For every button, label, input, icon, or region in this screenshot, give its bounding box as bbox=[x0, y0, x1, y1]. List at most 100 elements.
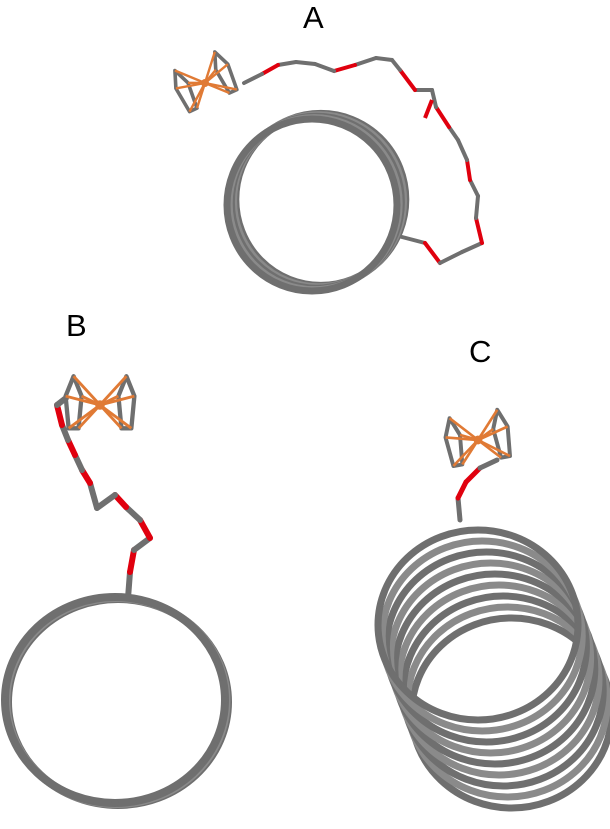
panel-b bbox=[1, 374, 232, 809]
bond bbox=[455, 479, 469, 501]
bond bbox=[260, 63, 280, 76]
carbon-atom bbox=[308, 115, 316, 123]
fe-bond bbox=[477, 438, 502, 459]
bond bbox=[430, 88, 438, 109]
carbon-atom bbox=[242, 148, 249, 155]
carbon-atom bbox=[327, 118, 335, 125]
carbon-atom bbox=[572, 642, 579, 650]
bond bbox=[54, 402, 65, 428]
carbon-atom bbox=[159, 789, 167, 797]
bond bbox=[137, 517, 153, 541]
carbon-atom bbox=[564, 580, 572, 587]
iron-atom bbox=[473, 435, 483, 445]
carbon-atom bbox=[375, 148, 382, 155]
carbon-atom bbox=[42, 615, 51, 624]
carbon-atom bbox=[518, 707, 525, 714]
linker-chain-icon bbox=[242, 56, 484, 265]
carbon-atom bbox=[345, 124, 353, 131]
carbon-atom bbox=[197, 632, 205, 640]
carbon-atom bbox=[271, 124, 279, 131]
bond bbox=[294, 60, 317, 66]
cp-ring-left bbox=[443, 416, 465, 469]
carbon-atom bbox=[63, 603, 71, 611]
carbonyl-bond bbox=[423, 99, 434, 119]
carbon-atom bbox=[384, 663, 392, 670]
carbon-atom bbox=[452, 714, 459, 721]
carbon-atom bbox=[393, 201, 401, 209]
bond bbox=[434, 105, 451, 129]
bond bbox=[123, 504, 143, 523]
carbon-atom bbox=[564, 663, 572, 670]
nanotube-ring bbox=[223, 115, 401, 295]
carbon-atom bbox=[111, 799, 119, 807]
carbon-atom bbox=[377, 600, 384, 608]
carbon-atom bbox=[232, 239, 239, 246]
fe-bond bbox=[448, 417, 479, 442]
carbon-atom bbox=[396, 681, 403, 688]
nanotube-icon bbox=[374, 526, 610, 812]
carbon-atom bbox=[159, 603, 167, 611]
carbon-atom bbox=[255, 134, 263, 141]
carbon-atom bbox=[412, 696, 419, 703]
carbon-atom bbox=[377, 642, 384, 650]
fe-bond bbox=[476, 409, 499, 441]
carbon-atom bbox=[308, 287, 316, 295]
carbon-atom bbox=[179, 615, 188, 624]
iron-atom bbox=[201, 79, 209, 87]
carbon-atom bbox=[474, 526, 482, 534]
carbon-atom bbox=[242, 255, 249, 262]
carbon-atom bbox=[553, 681, 560, 688]
bond bbox=[374, 56, 394, 62]
bond bbox=[242, 72, 264, 85]
cp-ring-right bbox=[212, 50, 239, 95]
bond bbox=[332, 63, 357, 73]
carbon-atom bbox=[345, 279, 353, 286]
carbon-atom bbox=[497, 714, 504, 721]
carbon-atom bbox=[221, 696, 229, 704]
fe-bond bbox=[445, 436, 479, 442]
fe-bond bbox=[67, 403, 101, 430]
carbon-atom bbox=[12, 741, 20, 749]
carbon-atom bbox=[210, 741, 218, 749]
panel-label-a: A bbox=[303, 0, 324, 35]
bond bbox=[468, 178, 480, 198]
bond bbox=[474, 194, 480, 220]
bond bbox=[276, 60, 298, 67]
carbon-atom bbox=[385, 164, 392, 171]
nanotube-ring bbox=[382, 548, 590, 746]
carbon-atom bbox=[361, 269, 369, 276]
carbon-atom bbox=[537, 696, 544, 703]
bond bbox=[400, 235, 427, 245]
fe-bond bbox=[72, 375, 102, 406]
fe-bond bbox=[175, 81, 206, 90]
carbon-atom bbox=[574, 621, 582, 629]
carbon-atom bbox=[518, 536, 525, 543]
carbon-atom bbox=[12, 651, 20, 659]
carbon-atom bbox=[135, 796, 144, 805]
bond bbox=[474, 216, 484, 245]
carbon-atom bbox=[218, 673, 226, 681]
carbon-atom bbox=[232, 164, 239, 171]
carbon-atom bbox=[327, 285, 335, 292]
carbon-atom bbox=[25, 760, 33, 768]
bond bbox=[455, 495, 463, 523]
carbon-atom bbox=[497, 529, 504, 536]
carbon-atom bbox=[396, 562, 403, 569]
bond bbox=[463, 465, 483, 485]
ferrocene-icon bbox=[173, 50, 239, 114]
carbon-atom bbox=[135, 595, 144, 604]
cp-ring-left bbox=[63, 374, 84, 431]
carbon-atom bbox=[63, 789, 71, 797]
bond bbox=[313, 62, 336, 73]
carbon-atom bbox=[474, 716, 482, 724]
carbon-atom bbox=[86, 595, 95, 604]
bond bbox=[460, 241, 484, 254]
carbon-atom bbox=[385, 239, 392, 246]
nanotube-ring bbox=[378, 537, 586, 735]
carbon-atom bbox=[218, 719, 226, 727]
carbon-atom bbox=[452, 529, 459, 536]
bond bbox=[125, 569, 133, 601]
bond bbox=[438, 250, 464, 265]
carbon-atom bbox=[223, 201, 231, 209]
